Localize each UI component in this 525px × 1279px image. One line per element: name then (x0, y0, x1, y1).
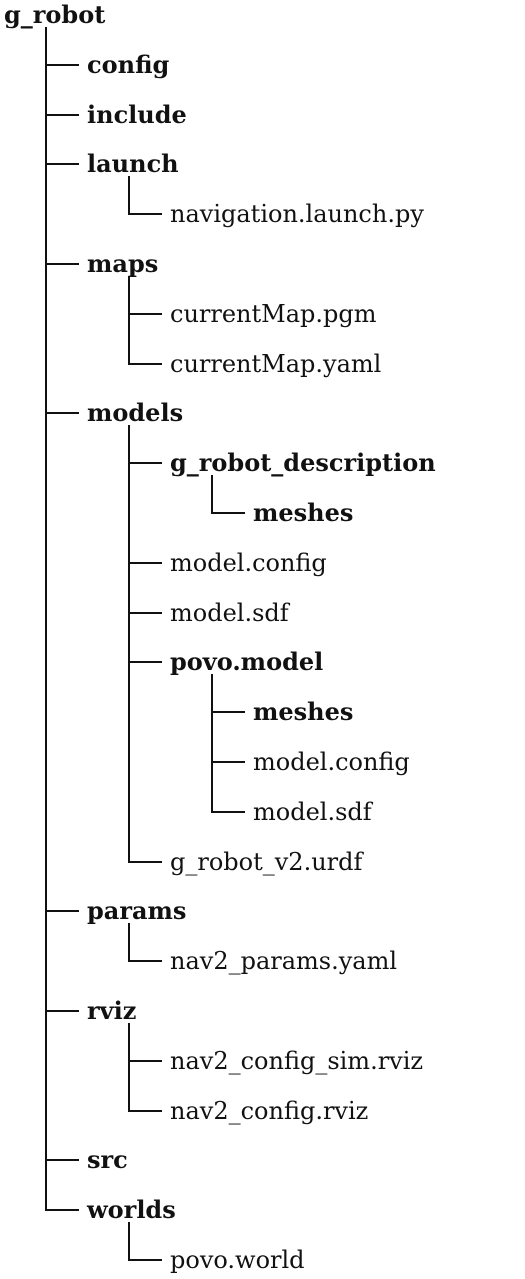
tree-connector-v (128, 276, 130, 365)
folder-include[interactable]: include (87, 99, 187, 129)
tree-connector-h (46, 910, 79, 913)
tree-connector-h (212, 761, 245, 763)
tree-connector-h (129, 960, 162, 963)
file-model-sdf[interactable]: model.sdf (170, 598, 289, 627)
tree-connector-v (128, 1023, 130, 1112)
tree-connector-h (129, 1259, 162, 1261)
file-model-sdf[interactable]: model.sdf (253, 797, 372, 826)
tree-connector-v (45, 27, 47, 1212)
tree-connector-h (46, 1209, 79, 1212)
tree-connector-h (46, 63, 79, 66)
tree-connector-h (46, 263, 79, 265)
file-model-config[interactable]: model.config (253, 748, 410, 776)
file-nav2-config-rviz[interactable]: nav2_config.rviz (170, 1096, 369, 1125)
tree-connector-h (46, 412, 79, 415)
folder-worlds[interactable]: worlds (87, 1195, 176, 1225)
tree-connector-h (129, 561, 162, 564)
folder-launch[interactable]: launch (87, 149, 179, 179)
tree-connector-h (46, 113, 79, 116)
file-currentmap-pgm[interactable]: currentMap.pgm (170, 299, 377, 328)
folder-rviz[interactable]: rviz (87, 996, 137, 1025)
tree-connector-h (129, 611, 162, 614)
folder-maps[interactable]: maps (87, 249, 159, 278)
folder-g-robot[interactable]: g_robot (4, 0, 106, 29)
file-povo-world[interactable]: povo.world (170, 1246, 305, 1274)
tree-connector-v (128, 425, 130, 863)
tree-connector-h (129, 860, 162, 863)
file-g-robot-v2-urdf[interactable]: g_robot_v2.urdf (170, 847, 363, 876)
tree-connector-h (129, 362, 162, 365)
tree-connector-h (129, 312, 162, 315)
tree-connector-h (129, 1059, 162, 1062)
tree-connector-v (128, 176, 130, 216)
file-navigation-launch-py[interactable]: navigation.launch.py (170, 200, 424, 229)
file-nav2-params-yaml[interactable]: nav2_params.yaml (170, 947, 398, 976)
folder-models[interactable]: models (87, 398, 184, 428)
tree-connector-v (128, 923, 130, 963)
tree-connector-h (46, 163, 79, 166)
folder-meshes[interactable]: meshes (253, 498, 354, 527)
folder-meshes[interactable]: meshes (253, 697, 354, 727)
tree-connector-h (212, 711, 245, 714)
file-currentmap-yaml[interactable]: currentMap.yaml (170, 349, 382, 378)
tree-connector-h (46, 1010, 79, 1012)
tree-connector-v (211, 674, 213, 813)
folder-g-robot-description[interactable]: g_robot_description (170, 448, 436, 478)
tree-connector-h (129, 213, 162, 216)
folder-config[interactable]: config (87, 49, 170, 79)
tree-connector-h (129, 661, 162, 664)
tree-connector-h (46, 1159, 79, 1162)
folder-src[interactable]: src (87, 1145, 128, 1175)
folder-povo-model[interactable]: povo.model (170, 647, 324, 677)
tree-connector-h (129, 462, 162, 465)
file-model-config[interactable]: model.config (170, 548, 327, 577)
tree-connector-h (129, 1109, 162, 1112)
tree-connector-v (211, 475, 213, 514)
tree-connector-h (212, 512, 245, 514)
file-nav2-config-sim-rviz[interactable]: nav2_config_sim.rviz (170, 1046, 424, 1075)
folder-params[interactable]: params (87, 896, 187, 926)
tree-connector-h (212, 810, 245, 813)
tree-connector-v (128, 1222, 130, 1261)
